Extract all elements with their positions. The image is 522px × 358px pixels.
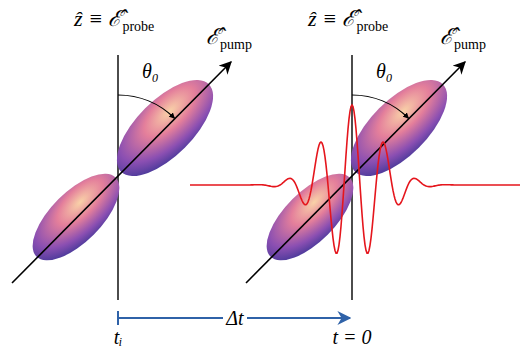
axis-label: ẑ ≡ ℰ̂: [74, 6, 121, 31]
axis-label: ℰ̂: [206, 24, 219, 49]
time-label: tᵢ: [114, 326, 123, 349]
axis-subscript: probe: [122, 19, 154, 35]
angle-arc: [118, 95, 175, 118]
pump-pulse: [190, 105, 520, 253]
pump-axis: [246, 62, 465, 283]
time-label: t = 0: [332, 326, 371, 349]
axis-label: ℰ̂: [440, 24, 453, 49]
angle-label: θ₀: [142, 60, 159, 83]
scene-overlap: [190, 55, 520, 300]
pump-axis: [12, 62, 231, 283]
angle-arc: [352, 95, 409, 118]
angle-label: θ₀: [376, 60, 393, 83]
axis-subscript: pump: [220, 37, 252, 53]
delay-label: Δt: [223, 307, 246, 330]
axis-subscript: probe: [356, 19, 388, 35]
pulse-layer: [190, 105, 520, 253]
scene-initial: [12, 55, 231, 300]
axis-label: ẑ ≡ ℰ̂: [308, 6, 355, 31]
axis-subscript: pump: [454, 37, 486, 53]
